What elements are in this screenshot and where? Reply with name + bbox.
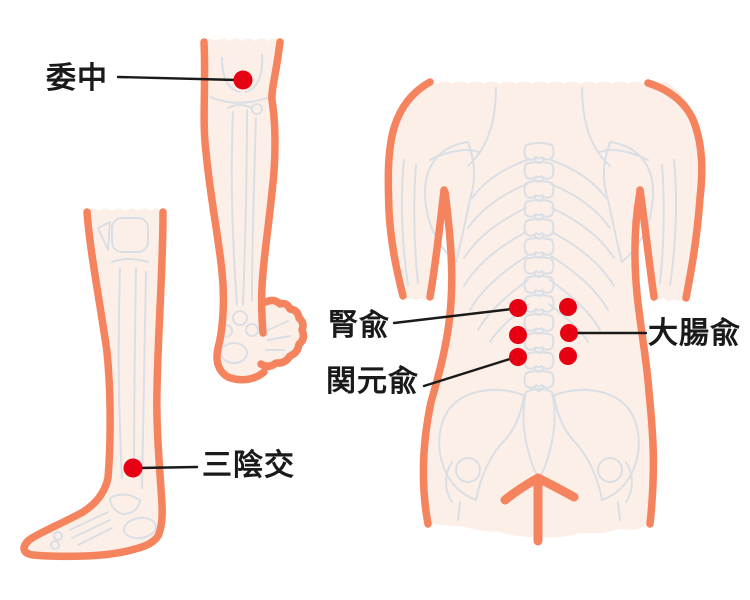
label-kangenyu: 関元兪 [326, 365, 419, 398]
torso-outline [384, 78, 706, 546]
torso-skeleton [400, 87, 678, 521]
leg-back-knee-illustration [200, 38, 308, 384]
pointer-line-kangenyu [422, 356, 515, 388]
acupoint-dot-jinyu-right [559, 298, 577, 316]
leg1-bones [209, 54, 291, 364]
acupoint-dot-ichu [233, 70, 253, 90]
pointer-lines [116, 75, 648, 470]
label-saninko: 三陰交 [202, 449, 295, 482]
acupoint-dot-kangenyu-right [559, 347, 577, 365]
gluteal-crease [500, 473, 579, 546]
pointer-line-jinyu [392, 307, 514, 325]
acupoint-dot-kangenyu-left [509, 348, 527, 366]
leg2-outline [20, 208, 167, 561]
torso-illustration [384, 78, 706, 546]
acupoint-dot-saninko [123, 458, 143, 478]
label-jinyu: 腎兪 [328, 309, 390, 342]
label-daichoyu: 大腸兪 [648, 317, 741, 350]
pointer-line-saninko [136, 465, 199, 470]
label-ichu: 委中 [46, 62, 108, 95]
pointer-line-ichu [116, 75, 239, 82]
acupoint-dots [123, 70, 578, 478]
leg2-bones [50, 217, 157, 550]
acupoint-dot-jinyu-left [509, 299, 527, 317]
acupoint-dot-daichoyu-left [509, 326, 527, 344]
acupoint-dot-daichoyu-right [560, 324, 578, 342]
leg1-outline [200, 38, 308, 384]
torso-skin [388, 81, 703, 538]
leg-ankle-illustration [20, 208, 167, 561]
